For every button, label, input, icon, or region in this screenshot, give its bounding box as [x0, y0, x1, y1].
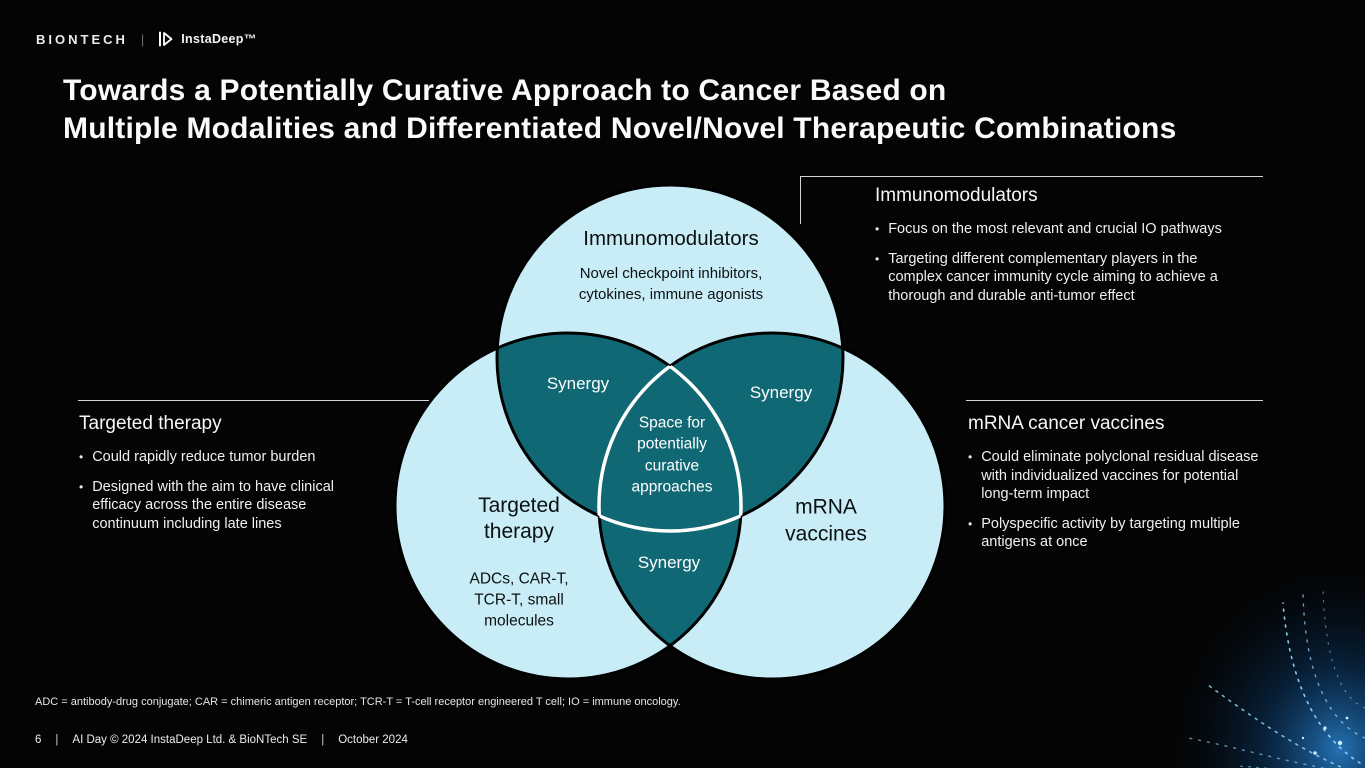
bullet-dot: • — [968, 450, 973, 464]
bullet-dot: • — [79, 450, 84, 464]
instadeep-logo-text: InstaDeep™ — [181, 32, 257, 46]
title-line-2: Multiple Modalities and Differentiated N… — [63, 112, 1177, 145]
logo-divider: | — [140, 31, 145, 47]
targeted-therapy-callout: Targeted therapy • Could rapidly reduce … — [79, 413, 389, 544]
targeted-therapy-circle-label: Targeted therapy — [478, 493, 560, 543]
bullet-item: • Polyspecific activity by targeting mul… — [968, 515, 1268, 552]
bullet-text: Targeting different complementary player… — [888, 250, 1218, 304]
bullet-item: • Targeting different complementary play… — [875, 250, 1267, 306]
center-outline-arc-bottom — [599, 333, 741, 533]
center-intersection-label: Space for potentially curative approache… — [631, 414, 713, 496]
bullet-text: Polyspecific activity by targeting multi… — [981, 515, 1240, 551]
biontech-logo: BIONTECH — [36, 31, 128, 47]
footer-date: October 2024 — [338, 734, 408, 746]
synergy-label-bottom: Synergy — [637, 553, 701, 572]
bullet-text: Could eliminate polyclonal residual dise… — [981, 449, 1259, 502]
bullet-item: • Focus on the most relevant and crucial… — [875, 220, 1267, 239]
mrna-vaccines-callout: mRNA cancer vaccines • Could eliminate p… — [968, 413, 1268, 563]
mrna-vaccines-callout-heading: mRNA cancer vaccines — [968, 413, 1165, 434]
immunomodulators-callout-heading: Immunomodulators — [875, 185, 1038, 206]
footer-separator: | — [55, 734, 59, 746]
footer: 6 | AI Day © 2024 InstaDeep Ltd. & BioNT… — [35, 734, 408, 746]
targeted-therapy-circle-sublabel: ADCs, CAR-T, TCR-T, small molecules — [469, 570, 569, 630]
bullet-item: • Designed with the aim to have clinical… — [79, 478, 389, 534]
bullet-text: Focus on the most relevant and crucial I… — [888, 221, 1222, 237]
mrna-callout-connector — [966, 400, 1263, 401]
bullet-item: • Could rapidly reduce tumor burden — [79, 448, 389, 467]
immunomodulators-callout-connector — [800, 176, 1263, 224]
footnote: ADC = antibody-drug conjugate; CAR = chi… — [35, 696, 681, 708]
instadeep-logo-icon — [159, 31, 173, 47]
page-title: Towards a Potentially Curative Approach … — [63, 72, 1176, 148]
bullet-text: Designed with the aim to have clinical e… — [92, 478, 334, 532]
title-line-1: Towards a Potentially Curative Approach … — [63, 74, 947, 107]
bullet-item: • Could eliminate polyclonal residual di… — [968, 448, 1268, 504]
bullet-dot: • — [875, 222, 880, 236]
bullet-dot: • — [968, 516, 973, 531]
footer-credit: AI Day © 2024 InstaDeep Ltd. & BioNTech … — [72, 734, 308, 746]
center-outline-arc-left — [597, 333, 741, 531]
synergy-label-top-left: Synergy — [546, 374, 610, 393]
bullet-text: Could rapidly reduce tumor burden — [92, 449, 316, 465]
bullet-dot: • — [875, 251, 880, 266]
immunomodulators-callout: Immunomodulators • Focus on the most rel… — [875, 185, 1267, 316]
instadeep-logo: InstaDeep™ — [157, 30, 256, 48]
center-outline-arc-right — [599, 333, 743, 531]
page-number: 6 — [35, 734, 42, 746]
mrna-vaccines-circle-label: mRNA vaccines — [785, 495, 867, 546]
immunomodulators-circle-label: Immunomodulators — [583, 227, 759, 250]
bullet-dot: • — [79, 479, 84, 494]
immunomodulators-circle-sublabel: Novel checkpoint inhibitors, cytokines, … — [578, 265, 764, 303]
header-logos: BIONTECH | InstaDeep™ — [36, 30, 257, 48]
targeted-therapy-callout-connector — [78, 400, 446, 401]
synergy-label-top-right: Synergy — [749, 383, 813, 402]
overlap-left-right — [599, 333, 741, 679]
footer-separator: | — [321, 734, 325, 746]
decorative-network-graphic — [1150, 533, 1365, 768]
targeted-therapy-callout-heading: Targeted therapy — [79, 413, 222, 434]
